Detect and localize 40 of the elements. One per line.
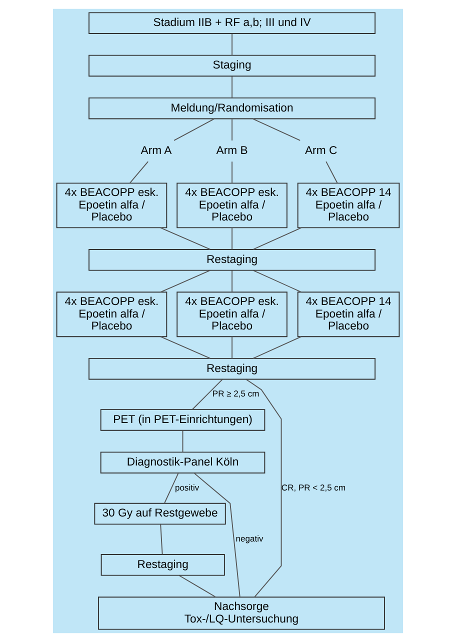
node-box: 4x BEACOPP esk. Epoetin alfa / Placebo xyxy=(56,292,168,338)
connector xyxy=(160,270,211,293)
connector xyxy=(252,118,301,141)
edge-label: positiv xyxy=(174,482,200,492)
node-box: 4x BEACOPP 14 Epoetin alfa / Placebo xyxy=(297,292,400,338)
connector xyxy=(192,378,223,410)
node-box: 4x BEACOPP esk. Epoetin alfa / Placebo xyxy=(56,182,168,228)
node-box: 30 Gy auf Restgewebe xyxy=(94,502,226,525)
edge-label: CR, PR < 2,5 cm xyxy=(281,482,346,492)
node-box: Meldung/Randomisation xyxy=(88,97,376,120)
node-box: Diagnostik-Panel Köln xyxy=(100,452,266,474)
connector xyxy=(160,336,211,359)
node-box: 4x BEACOPP esk. Epoetin alfa / Placebo xyxy=(176,292,288,338)
node-box: Restaging xyxy=(100,554,225,576)
node-box: PET (in PET-Einrichtungen) xyxy=(100,409,266,431)
connector xyxy=(252,336,302,359)
connector xyxy=(178,575,216,598)
connector xyxy=(164,472,179,504)
node-box: Stadium IIB + RF a,b; III und IV xyxy=(88,12,376,34)
connector xyxy=(160,524,163,555)
node-text: Arm B xyxy=(216,144,248,157)
connector xyxy=(326,161,338,184)
edge-label: negativ xyxy=(236,533,264,544)
node-text: Arm C xyxy=(304,144,338,157)
node-box: 4x BEACOPP esk. Epoetin alfa / Placebo xyxy=(176,182,288,228)
connector xyxy=(246,378,282,598)
node-box: Restaging xyxy=(88,358,376,380)
node-box: Nachsorge Tox-/LQ-Untersuchung xyxy=(98,596,385,630)
connector xyxy=(252,270,302,293)
node-text: Arm A xyxy=(140,144,172,157)
connector xyxy=(174,118,215,141)
connector xyxy=(252,227,302,250)
connector xyxy=(182,430,184,453)
node-box: 4x BEACOPP 14 Epoetin alfa / Placebo xyxy=(297,182,400,228)
connector xyxy=(194,472,240,598)
connector xyxy=(160,227,211,250)
node-box: Staging xyxy=(88,54,376,77)
connector xyxy=(129,161,149,184)
node-box: Restaging xyxy=(88,249,376,271)
edge-label: PR ≥ 2,5 cm xyxy=(212,388,260,398)
